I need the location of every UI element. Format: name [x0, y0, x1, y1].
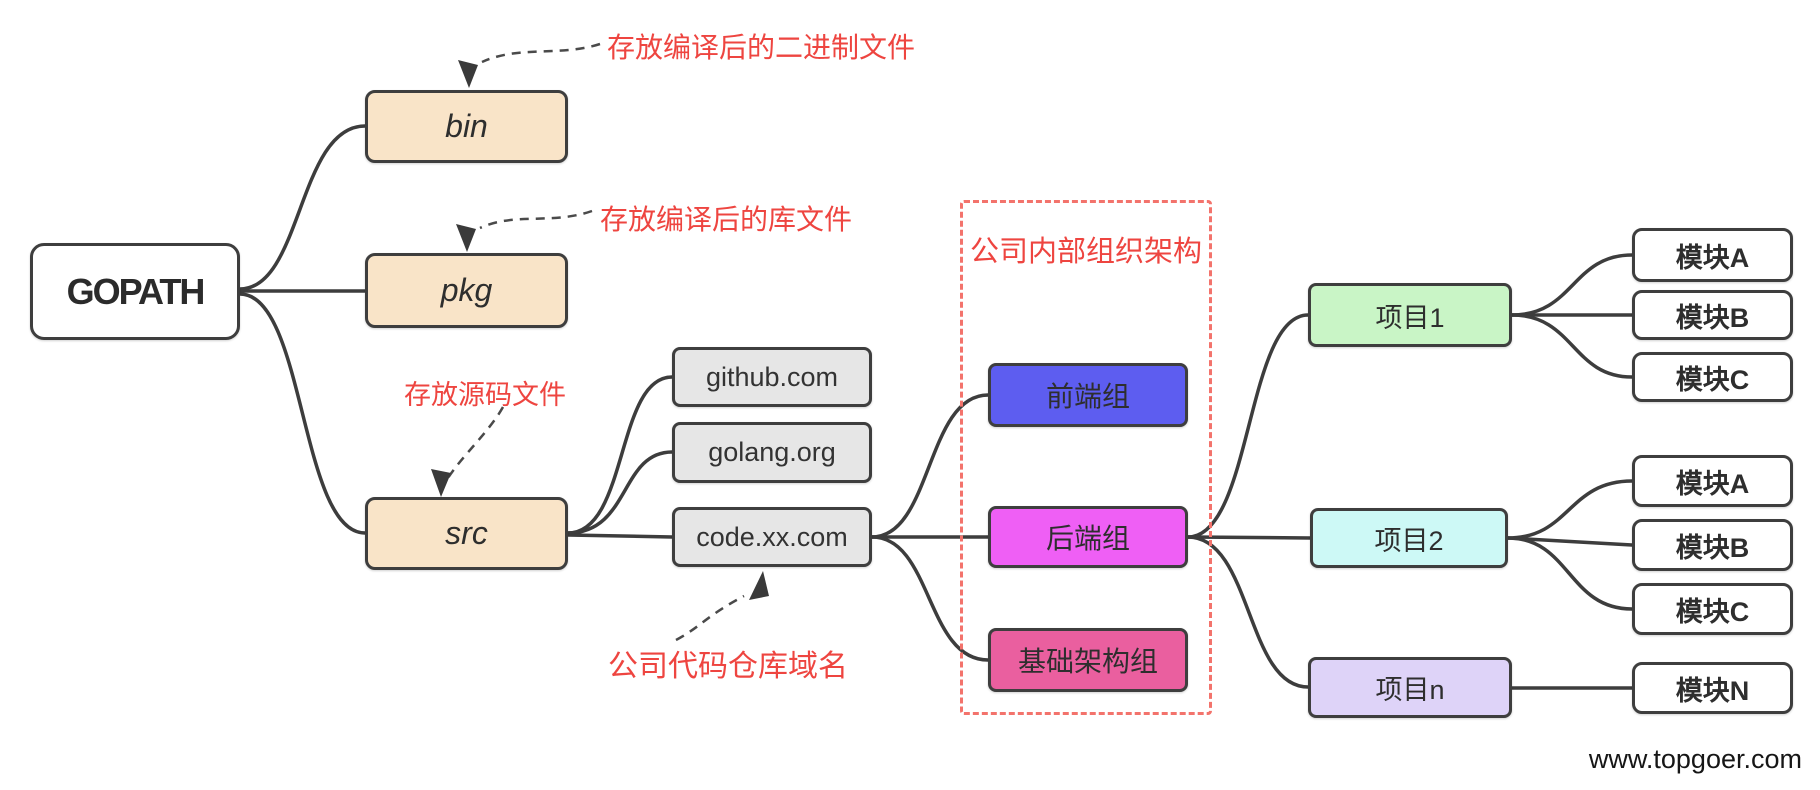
node-github-com: github.com	[672, 347, 872, 407]
annotation-arrow-code	[675, 594, 745, 642]
node-golang-org: golang.org	[672, 422, 872, 483]
edge-src-github	[566, 375, 674, 535]
node-pkg: pkg	[365, 253, 568, 328]
site-watermark: www.topgoer.com	[1588, 744, 1802, 774]
arrowhead-code	[749, 571, 769, 600]
node-bin: bin	[365, 90, 568, 163]
edge-proj1-m1c	[1510, 313, 1634, 379]
arrowhead-pkg	[456, 224, 476, 252]
node-infrastructure-group: 基础架构组	[988, 628, 1188, 692]
annotation-pkg-library-files: 存放编译后的库文件	[600, 204, 853, 235]
annotation-bin-binary-files: 存放编译后的二进制文件	[607, 32, 916, 63]
annotation-arrow-bin	[481, 42, 601, 64]
edge-gopath-bin	[238, 124, 367, 291]
node-project2-module-b: 模块B	[1632, 519, 1793, 571]
node-projectn-module-n: 模块N	[1632, 662, 1793, 714]
node-project1-module-c: 模块C	[1632, 352, 1793, 402]
edge-src-golang	[566, 450, 674, 535]
node-code-xx-com: code.xx.com	[672, 507, 872, 567]
annotation-arrow-src	[446, 406, 505, 479]
node-src: src	[365, 497, 568, 570]
edge-proj1-m1a	[1510, 253, 1634, 317]
edge-code-infra	[870, 535, 990, 662]
node-project2-module-c: 模块C	[1632, 583, 1793, 635]
edge-proj2-m2a	[1506, 479, 1634, 540]
annotation-src-source-files: 存放源码文件	[404, 380, 566, 410]
edge-proj2-m2b	[1506, 536, 1634, 547]
node-project-2: 项目2	[1310, 508, 1508, 568]
node-project-n: 项目n	[1308, 657, 1512, 718]
node-project1-module-a: 模块A	[1632, 228, 1793, 282]
annotation-arrow-pkg	[479, 209, 593, 230]
node-gopath: GOPATH	[30, 243, 240, 340]
node-project1-module-b: 模块B	[1632, 290, 1793, 340]
edge-gopath-src	[238, 292, 367, 535]
annotation-company-repo-domain: 公司代码仓库域名	[608, 650, 848, 683]
org-structure-dashed-box	[960, 200, 1212, 715]
org-structure-title: 公司内部组织架构	[969, 236, 1202, 268]
arrowhead-bin	[458, 60, 478, 88]
node-backend-group: 后端组	[988, 506, 1188, 568]
edge-backend-proj2	[1186, 535, 1312, 540]
node-project2-module-a: 模块A	[1632, 455, 1793, 507]
edge-code-frontend	[870, 393, 990, 539]
node-project-1: 项目1	[1308, 283, 1512, 347]
edge-src-codexx	[566, 533, 674, 539]
node-frontend-group: 前端组	[988, 363, 1188, 427]
edge-proj2-m2c	[1506, 536, 1634, 611]
arrowhead-src	[431, 469, 451, 497]
